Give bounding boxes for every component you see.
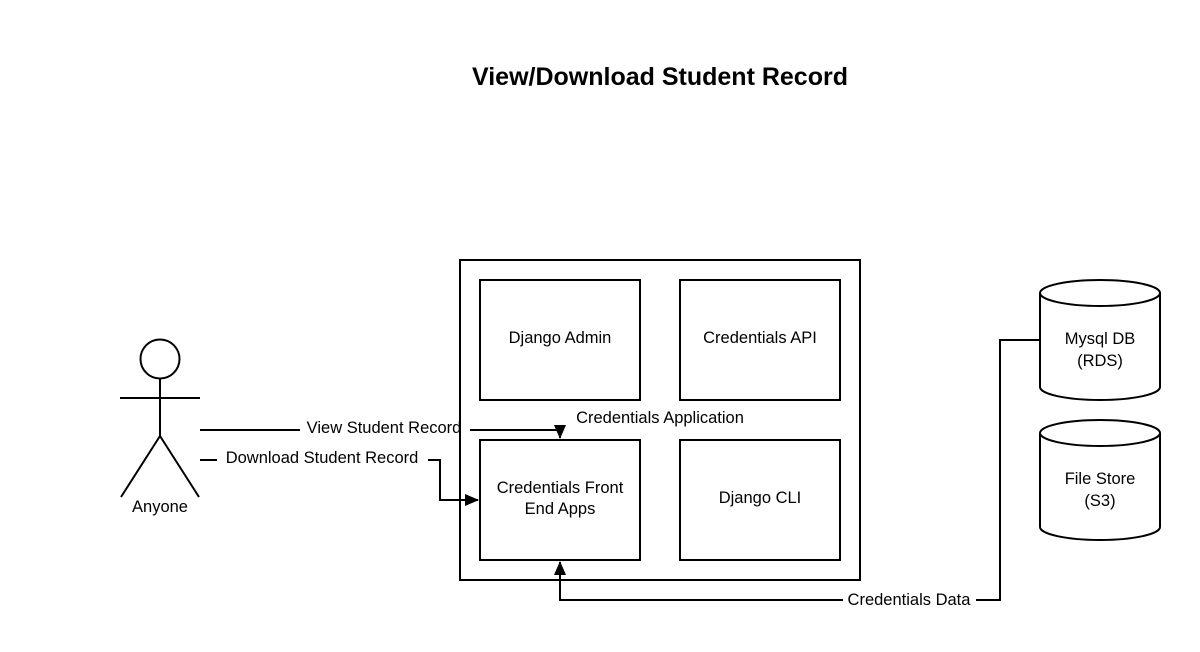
django-cli-label: Django CLI [719,489,802,507]
edge-view-student-record[interactable]: View Student Record [200,419,566,439]
credentials-front-end-apps-box[interactable]: Credentials Front End Apps [479,439,641,561]
data-edge-line [976,339,1040,601]
front-end-label-line1: Credentials Front [497,479,624,497]
credentials-application-container[interactable] [459,259,861,581]
mysql-db-label-line1: Mysql DB [1065,330,1136,348]
actor-label: Anyone [132,498,188,516]
mysql-db-cylinder[interactable]: Mysql DB (RDS) [1039,279,1161,401]
credentials-api-label: Credentials API [703,329,817,347]
file-store-label-line2: (S3) [1084,492,1115,510]
credentials-application-label: Credentials Application [576,409,744,427]
edge-credentials-data[interactable]: Credentials Data [554,339,1040,609]
django-admin-box[interactable]: Django Admin [479,279,641,401]
credentials-api-box[interactable]: Credentials API [679,279,841,401]
actor-head [139,338,181,380]
file-store-cylinder[interactable]: File Store (S3) [1039,419,1161,541]
django-admin-label: Django Admin [509,329,612,347]
download-edge-label: Download Student Record [226,449,419,467]
actor-left-leg [120,435,161,498]
view-edge-line-2 [470,425,566,439]
view-edge-label: View Student Record [307,419,462,437]
data-edge-line-2 [554,561,843,601]
front-end-label-line2: End Apps [525,500,596,518]
actor-right-leg [159,435,200,498]
diagram-title: View/Download Student Record [472,63,848,91]
django-cli-box[interactable]: Django CLI [679,439,841,561]
actor-anyone[interactable]: Anyone [120,338,200,517]
edge-download-student-record[interactable]: Download Student Record [200,449,479,506]
data-edge-label: Credentials Data [848,591,972,609]
file-store-label-line1: File Store [1065,470,1136,488]
mysql-db-label-line2: (RDS) [1077,352,1123,370]
download-edge-line-2 [428,459,479,506]
